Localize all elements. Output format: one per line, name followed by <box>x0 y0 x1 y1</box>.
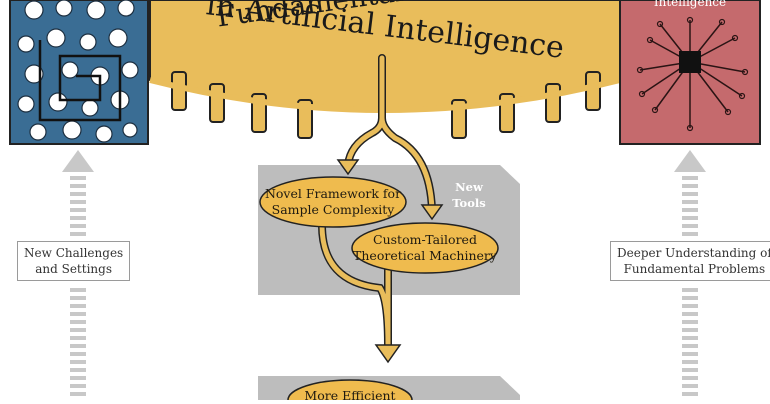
pill-machinery <box>351 222 499 274</box>
machinery-line1: Custom-Tailored <box>373 232 477 247</box>
new-challenges-line2: and Settings <box>35 262 112 277</box>
deeper-understanding-line1: Deeper Understanding of <box>617 246 770 260</box>
left-dashed-arrow <box>62 150 94 400</box>
left-puzzle-tile <box>9 0 149 145</box>
right-dashed-arrow <box>674 150 706 400</box>
right-circuit-tile <box>619 0 761 145</box>
machinery-pill-text: Custom-Tailored Theoretical Machinery <box>352 232 498 265</box>
bottom-pill-text: More Efficient <box>288 388 412 404</box>
new-challenges-line1: New Challenges <box>24 246 124 260</box>
framework-pill-text: Novel Framework for Sample Complexity <box>262 186 404 219</box>
arrow-heads <box>336 159 444 364</box>
deeper-understanding-line2: Fundamental Problems <box>623 262 766 277</box>
right-tile-caption: Intelligence <box>653 0 727 9</box>
machinery-line2: Theoretical Machinery <box>353 248 497 264</box>
new-challenges-box: New Challenges and Settings <box>17 241 131 282</box>
title-banner <box>149 0 621 139</box>
framework-line1: Novel Framework for <box>264 186 402 201</box>
chip-icon <box>679 51 701 73</box>
framework-line2: Sample Complexity <box>271 202 395 218</box>
bottom-pill-line1: More Efficient <box>304 388 396 403</box>
flow-connectors-fill <box>319 55 435 348</box>
deeper-understanding-box: Deeper Understanding of Fundamental Prob… <box>610 241 770 282</box>
new-tools-tag-line2: Tools <box>452 195 486 210</box>
pill-bottom <box>287 379 413 400</box>
pill-framework <box>259 176 407 228</box>
new-tools-tag: New Tools <box>444 180 494 211</box>
new-tools-tag-line1: New <box>455 180 483 194</box>
